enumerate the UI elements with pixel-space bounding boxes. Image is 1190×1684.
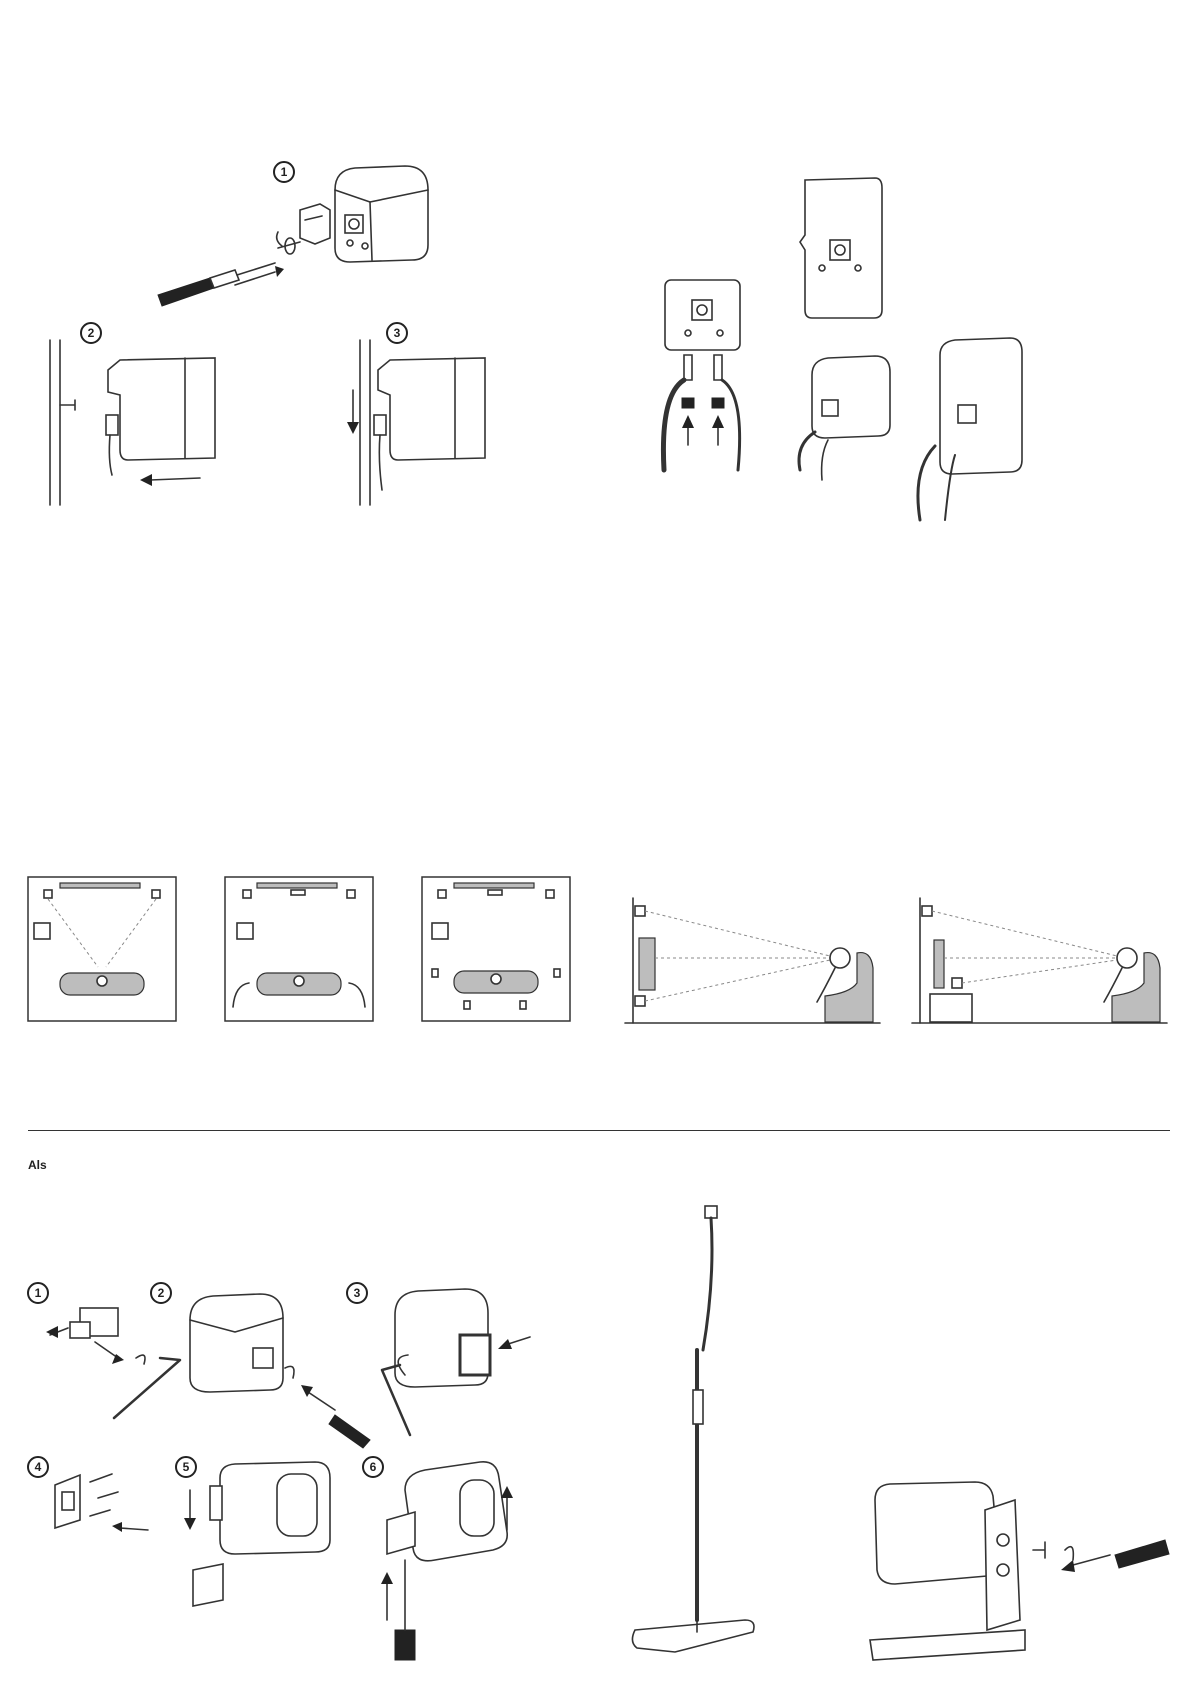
bracket-step3-figure [380,1285,540,1445]
wall-mount-step3-figure [350,330,530,510]
floor-stand-figure [625,1200,775,1670]
room-layout-surround-b [422,877,572,1023]
wall-mount-step2-figure [40,330,240,510]
section-divider [28,1130,1170,1131]
bracket-step-3: 3 [346,1282,368,1304]
viewing-height-wall-figure [625,898,885,1028]
room-layout-surround-a [225,877,375,1023]
viewing-height-stand-figure [912,898,1172,1028]
wall-mount-step1-figure [150,160,480,330]
bracket-step4-figure [50,1470,170,1570]
section-label: Als [28,1158,47,1172]
bracket-step-2: 2 [150,1282,172,1304]
speaker-connection-figure [650,170,1110,530]
room-layout-stereo [28,877,178,1023]
bracket-step1-figure [40,1300,180,1430]
table-stand-figure [865,1480,1175,1670]
bracket-step5-figure [185,1460,355,1610]
bracket-step-4: 4 [27,1456,49,1478]
bracket-step2-figure [185,1290,395,1450]
bracket-step6-figure [375,1460,535,1660]
